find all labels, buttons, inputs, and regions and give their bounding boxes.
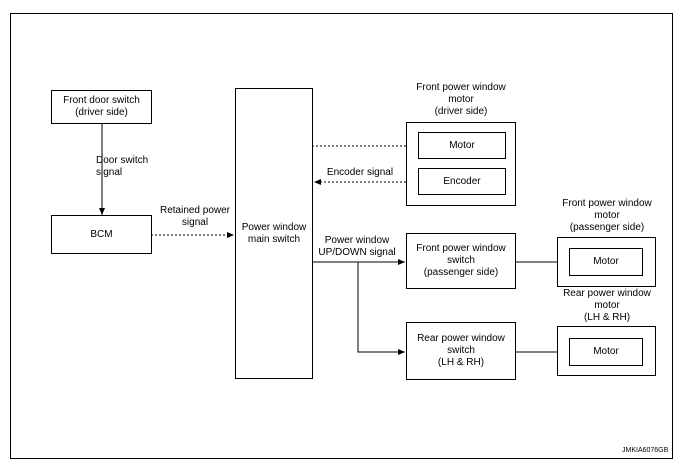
bcm-box: BCM (51, 215, 152, 254)
encoder-signal-label: Encoder signal (326, 167, 394, 178)
up-down-signal-line-rear (357, 262, 405, 355)
driver-motor-group-label: Front power window motor (driver side) (416, 82, 506, 117)
front-passenger-switch-box: Front power window switch (passenger sid… (406, 233, 516, 289)
rear-switch-box: Rear power window switch (LH & RH) (406, 322, 516, 380)
driver-motor-box: Motor (418, 132, 506, 159)
passenger-motor-group-label: Front power window motor (passenger side… (562, 198, 652, 233)
up-down-signal-label: Power window UP/DOWN signal (318, 235, 396, 258)
passenger-motor-box: Motor (569, 248, 643, 276)
retained-power-signal-label: Retained power signal (159, 205, 231, 228)
diagram-frame (10, 13, 673, 459)
rear-motor-box: Motor (569, 338, 643, 366)
power-window-main-switch-box: Power window main switch (235, 88, 313, 379)
rear-motor-group-label: Rear power window motor (LH & RH) (563, 288, 651, 323)
door-switch-signal-label: Door switch signal (96, 155, 149, 178)
driver-encoder-box: Encoder (418, 168, 506, 195)
front-door-switch-box: Front door switch (driver side) (51, 90, 152, 124)
figure-code: JMKIA6076GB (622, 447, 669, 454)
